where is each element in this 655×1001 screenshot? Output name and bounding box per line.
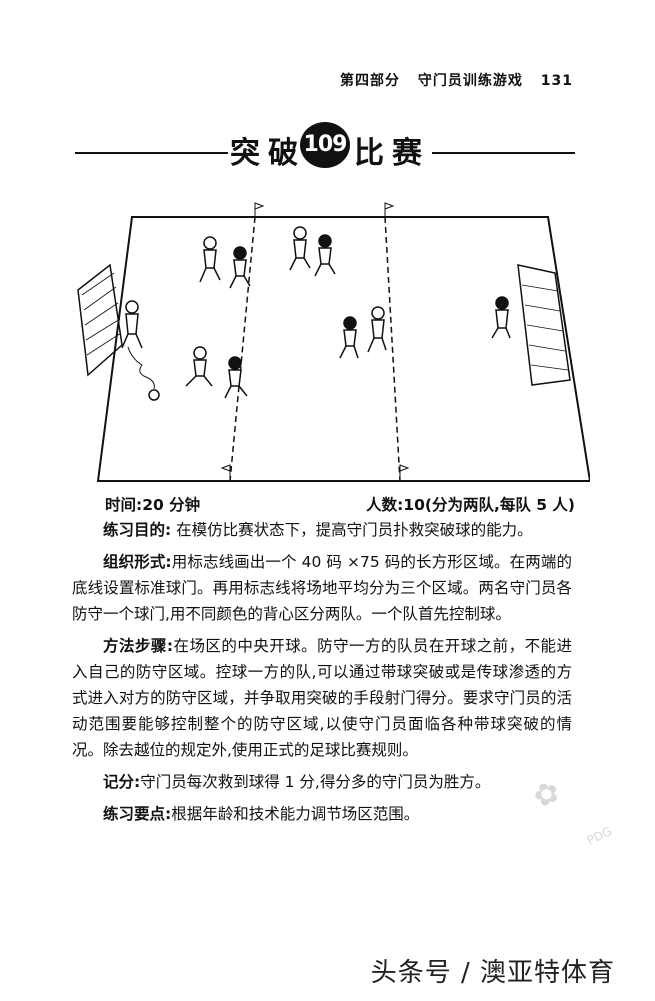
purpose-label: 练习目的:	[103, 521, 172, 539]
title-rule-right	[400, 152, 575, 154]
player	[314, 234, 336, 277]
goalkeeper	[491, 296, 511, 339]
player	[224, 356, 248, 399]
body-text: 练习目的: 在模仿比赛状态下，提高守门员扑救突破球的能力。 组织形式:用标志线画…	[72, 517, 572, 833]
corner-flags	[220, 202, 410, 481]
scoring-text: 守门员每次救到球得 1 分,得分多的守门员为胜方。	[140, 773, 491, 791]
field-boundary	[96, 216, 590, 482]
player	[229, 246, 251, 289]
organization-text: 用标志线画出一个 40 码 ×75 码的长方形区域。在两端的底线设置标准球门。再…	[72, 553, 572, 623]
info-row: 时间:20 分钟 人数:10(分为两队,每队 5 人)	[105, 493, 575, 515]
points-paragraph: 练习要点:根据年龄和技术能力调节场区范围。	[72, 801, 572, 827]
title-left: 突破	[228, 128, 308, 172]
goalkeeper	[121, 300, 143, 349]
player	[367, 306, 387, 353]
title-right: 比赛	[352, 128, 432, 172]
points-label: 练习要点:	[103, 805, 172, 823]
zone-line-right	[384, 216, 401, 482]
player	[289, 226, 311, 271]
method-paragraph: 方法步骤:在场区的中央开球。防守一方的队员在开球之前，不能进入自己的防守区域。控…	[72, 633, 572, 763]
player	[199, 236, 221, 283]
organization-paragraph: 组织形式:用标志线画出一个 40 码 ×75 码的长方形区域。在两端的底线设置标…	[72, 549, 572, 627]
drill-number-badge: 109	[300, 122, 350, 168]
method-text: 在场区的中央开球。防守一方的队员在开球之前，不能进入自己的防守区域。控球一方的队…	[72, 637, 572, 759]
player	[339, 316, 359, 359]
goal-left	[77, 263, 123, 377]
watermark-pdg: PDG	[584, 824, 615, 848]
time-info: 时间:20 分钟	[105, 496, 201, 514]
zone-line-left	[229, 216, 256, 482]
header-section: 第四部分	[340, 73, 401, 89]
running-header: 第四部分 守门员训练游戏 131	[328, 70, 573, 90]
drill-title: 突破 109 比赛	[0, 120, 655, 176]
source-footer: 头条号 / 澳亚特体育	[370, 958, 615, 988]
purpose-text: 在模仿比赛状态下，提高守门员扑救突破球的能力。	[176, 521, 533, 539]
player	[185, 346, 213, 387]
goal-right	[517, 264, 571, 386]
people-info: 人数:10(分为两队,每队 5 人)	[366, 496, 575, 514]
method-label: 方法步骤:	[103, 637, 174, 655]
players	[121, 226, 511, 401]
ball	[148, 389, 160, 401]
title-rule-left	[75, 152, 230, 154]
scoring-paragraph: 记分:守门员每次救到球得 1 分,得分多的守门员为胜方。	[72, 769, 572, 795]
page-number: 131	[540, 73, 573, 89]
points-text: 根据年龄和技术能力调节场区范围。	[171, 805, 420, 823]
header-chapter: 守门员训练游戏	[417, 73, 523, 89]
purpose-paragraph: 练习目的: 在模仿比赛状态下，提高守门员扑救突破球的能力。	[72, 517, 572, 543]
scoring-label: 记分:	[103, 773, 141, 791]
field-illustration	[77, 202, 590, 482]
organization-label: 组织形式:	[103, 553, 172, 571]
dribble-path	[127, 346, 155, 390]
